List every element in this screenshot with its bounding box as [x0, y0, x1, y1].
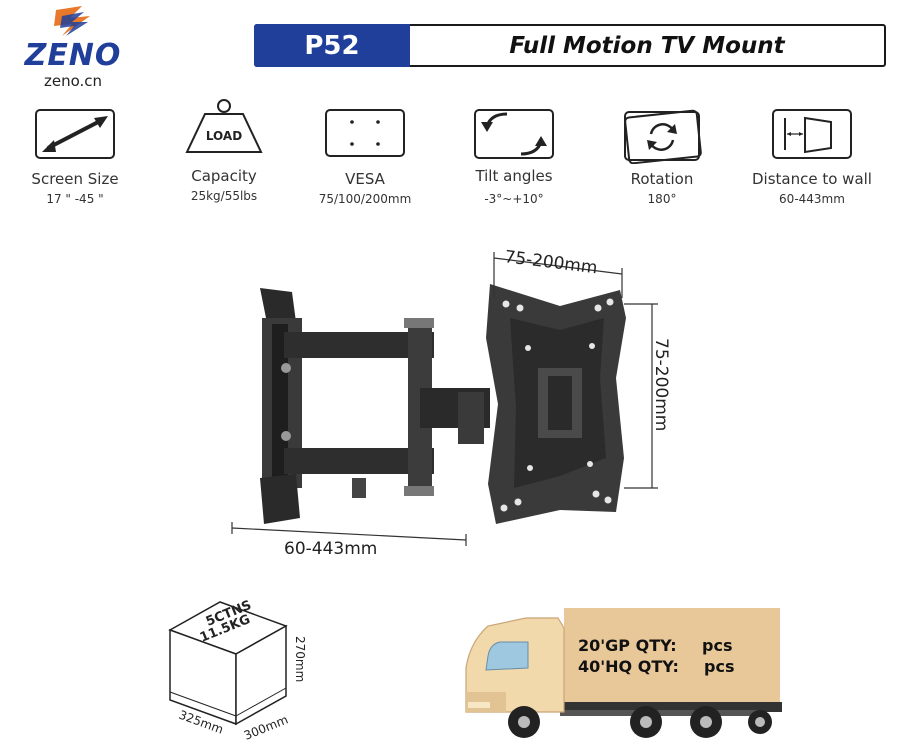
tv-mount-diagram: 75-200mm 75-200mm 60-443mm	[231, 247, 671, 559]
container-truck	[465, 608, 782, 738]
spec-value: 75/100/200mm	[318, 192, 412, 206]
spec-label: Tilt angles	[475, 167, 553, 185]
spec-value: 25kg/55lbs	[190, 189, 258, 203]
spec-label: Capacity	[191, 167, 257, 185]
spec-screen-size: Screen Size 17 " -45 "	[0, 100, 150, 210]
zeno-emblem-icon	[54, 6, 90, 36]
vesa-plate	[486, 284, 626, 524]
wall-distance-icon	[772, 109, 852, 159]
product-title: Full Motion TV Mount	[509, 32, 785, 59]
spec-label: Screen Size	[31, 170, 119, 188]
vesa-width-label: 75-200mm	[503, 247, 598, 278]
spec-capacity: LOAD Capacity 25kg/55lbs	[149, 99, 299, 210]
spec-value: 17 " -45 "	[46, 192, 104, 206]
spec-label: Rotation	[630, 170, 694, 188]
wall-plate	[260, 288, 302, 524]
spec-distance: Distance to wall 60-443mm	[737, 100, 887, 210]
hq-qty-unit: pcs	[704, 657, 735, 676]
hq-qty-row: 40'HQ QTY: pcs	[578, 657, 778, 679]
gp-qty-label: 20'GP QTY:	[578, 636, 677, 655]
dimension-lines	[231, 252, 658, 546]
brand-url: zeno.cn	[43, 72, 103, 90]
spec-value: -3°~+10°	[484, 192, 544, 206]
diagonal-arrow-icon	[35, 109, 115, 159]
truck-wheels	[508, 706, 772, 738]
gp-qty-unit: pcs	[702, 636, 733, 655]
spec-value: 180°	[647, 192, 677, 206]
weight-icon: LOAD	[185, 99, 263, 153]
header-bar: P52 Full Motion TV Mount	[254, 24, 886, 67]
logo-wordmark: ZENO	[24, 38, 122, 73]
model-badge: P52	[254, 24, 410, 67]
gp-qty-row: 20'GP QTY: pcs	[578, 636, 778, 658]
brand-logo: ZENO zeno.cn	[14, 6, 132, 94]
weight-icon-text: LOAD	[206, 129, 242, 143]
spec-tilt: Tilt angles -3°~+10°	[439, 100, 589, 210]
vesa-height-label: 75-200mm	[651, 338, 671, 431]
carton-box: 5CTNS 11.5KG 270mm 325mm 300mm	[168, 598, 307, 743]
spec-label: Distance to wall	[752, 170, 872, 188]
hq-qty-label: 40'HQ QTY:	[578, 657, 679, 676]
swing-arms	[284, 318, 490, 498]
rotation-icon	[624, 109, 702, 164]
spec-rotation: Rotation 180°	[587, 100, 737, 210]
cab-window	[485, 641, 529, 671]
depth-label: 60-443mm	[284, 539, 377, 559]
spec-label: VESA	[345, 170, 385, 188]
tilt-arrows-icon	[474, 109, 554, 159]
spec-vesa: VESA 75/100/200mm	[290, 100, 440, 210]
carton-height: 270mm	[293, 636, 307, 682]
cargo-container	[564, 608, 780, 704]
vesa-holes-icon	[325, 109, 405, 157]
spec-value: 60-443mm	[779, 192, 845, 206]
